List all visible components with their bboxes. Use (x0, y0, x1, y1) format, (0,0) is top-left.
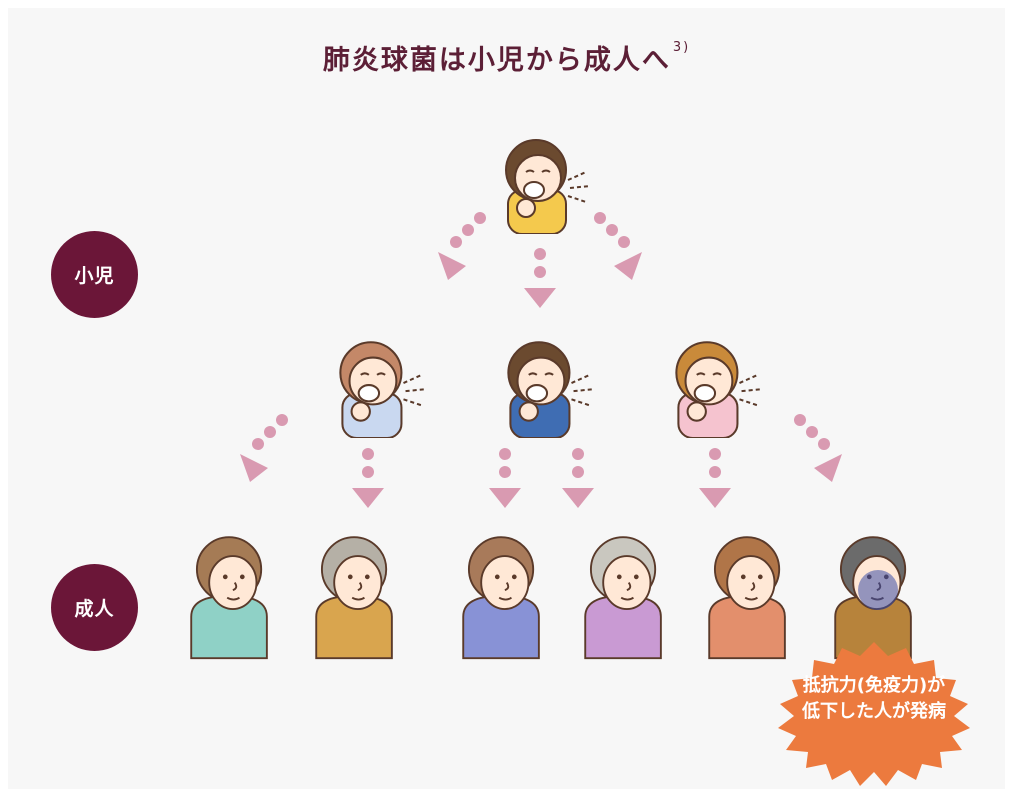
adult-level-label: 成人 (74, 598, 115, 620)
arrow-to-left-child (438, 212, 486, 280)
adult-3 (462, 536, 540, 660)
child-top (505, 139, 591, 234)
arrow-to-adult-6 (794, 414, 842, 482)
arrow-to-middle-child (524, 248, 556, 308)
adult-4 (584, 536, 662, 660)
title-text: 肺炎球菌は小児から成人へ (322, 45, 671, 76)
child-middle (507, 341, 595, 438)
adult-6-sick (834, 536, 912, 660)
title-reference: 3) (672, 40, 691, 55)
child-left (339, 341, 427, 438)
adult-level-badge: 成人 (51, 564, 138, 651)
arrow-to-adult-1 (240, 414, 288, 482)
child-level-label: 小児 (74, 265, 115, 287)
callout-line-1: 抵抗力(免疫力)が (802, 675, 946, 696)
callout-line-2: 低下した人が発病 (802, 701, 946, 722)
callout-burst (778, 642, 970, 786)
arrow-to-adult-4 (562, 448, 594, 508)
callout-text: 抵抗力(免疫力)が 低下した人が発病 (757, 673, 991, 725)
arrow-to-adult-2 (352, 448, 384, 508)
child-level-badge: 小児 (51, 231, 138, 318)
arrow-to-adult-5 (699, 448, 731, 508)
adult-1 (190, 536, 268, 660)
adult-5 (708, 536, 786, 660)
arrow-to-right-child (594, 212, 642, 280)
child-right (675, 341, 763, 438)
arrow-to-adult-3 (489, 448, 521, 508)
adult-2 (315, 536, 393, 660)
